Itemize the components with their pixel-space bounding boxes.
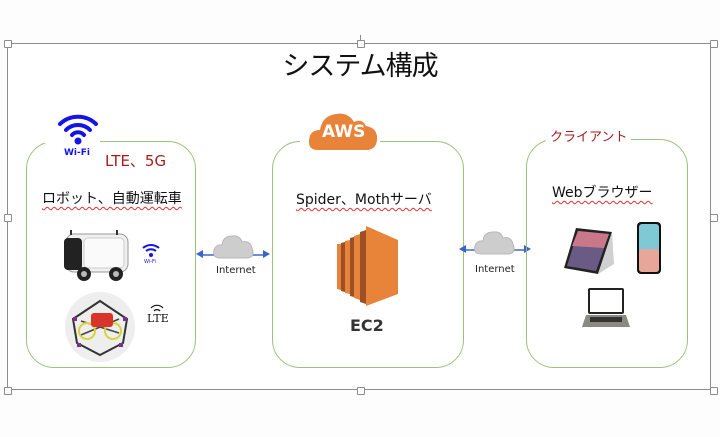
resize-handle-top[interactable] (357, 40, 365, 48)
resize-handle-left[interactable] (4, 214, 12, 222)
client-heading: Webブラウザー (552, 185, 653, 201)
resize-handle-right[interactable] (710, 214, 718, 222)
drone-network-label: LTE (147, 312, 169, 325)
internet-label: Internet (216, 265, 256, 276)
robot-wifi-label: Wi-Fi (144, 259, 156, 265)
arrowhead-left-icon (459, 245, 466, 253)
network-label: LTE、5G (101, 150, 171, 171)
arrowhead-right-icon (524, 245, 531, 253)
robots-panel (26, 141, 196, 368)
lte-signal-icon (150, 304, 164, 312)
robot-wifi-icon (142, 244, 160, 257)
drone-image (65, 292, 135, 362)
resize-handle-top-right[interactable] (710, 40, 718, 48)
resize-handle-bottom[interactable] (357, 387, 365, 395)
server-heading: Spider、Mothサーバ (296, 192, 432, 208)
wifi-icon (58, 114, 98, 145)
arrowhead-right-icon (263, 250, 270, 258)
internet-label: Internet (475, 264, 515, 275)
smartphone-image (637, 222, 661, 274)
tablet-image (564, 228, 614, 274)
resize-handle-bottom-right[interactable] (710, 387, 718, 395)
robots-heading: ロボット、自動運転車 (42, 191, 182, 207)
client-badge: クライアント (546, 126, 632, 145)
wifi-label: Wi-Fi (64, 148, 90, 158)
internet-cloud-icon (213, 235, 254, 259)
ec2-icon (337, 226, 398, 306)
internet-cloud-icon (474, 231, 515, 255)
panel-gap (40, 139, 100, 143)
resize-handle-bottom-left[interactable] (4, 387, 12, 395)
ec2-label: EC2 (350, 316, 384, 335)
laptop-image (582, 288, 630, 327)
aws-cloud-icon (308, 113, 378, 150)
aws-badge: AWS (322, 122, 366, 142)
arrowhead-left-icon (196, 250, 203, 258)
diagram-title: システム構成 (282, 51, 438, 82)
resize-handle-top-left[interactable] (4, 40, 12, 48)
robot-vehicle-image (64, 230, 129, 281)
rotate-handle-stem (360, 35, 361, 43)
